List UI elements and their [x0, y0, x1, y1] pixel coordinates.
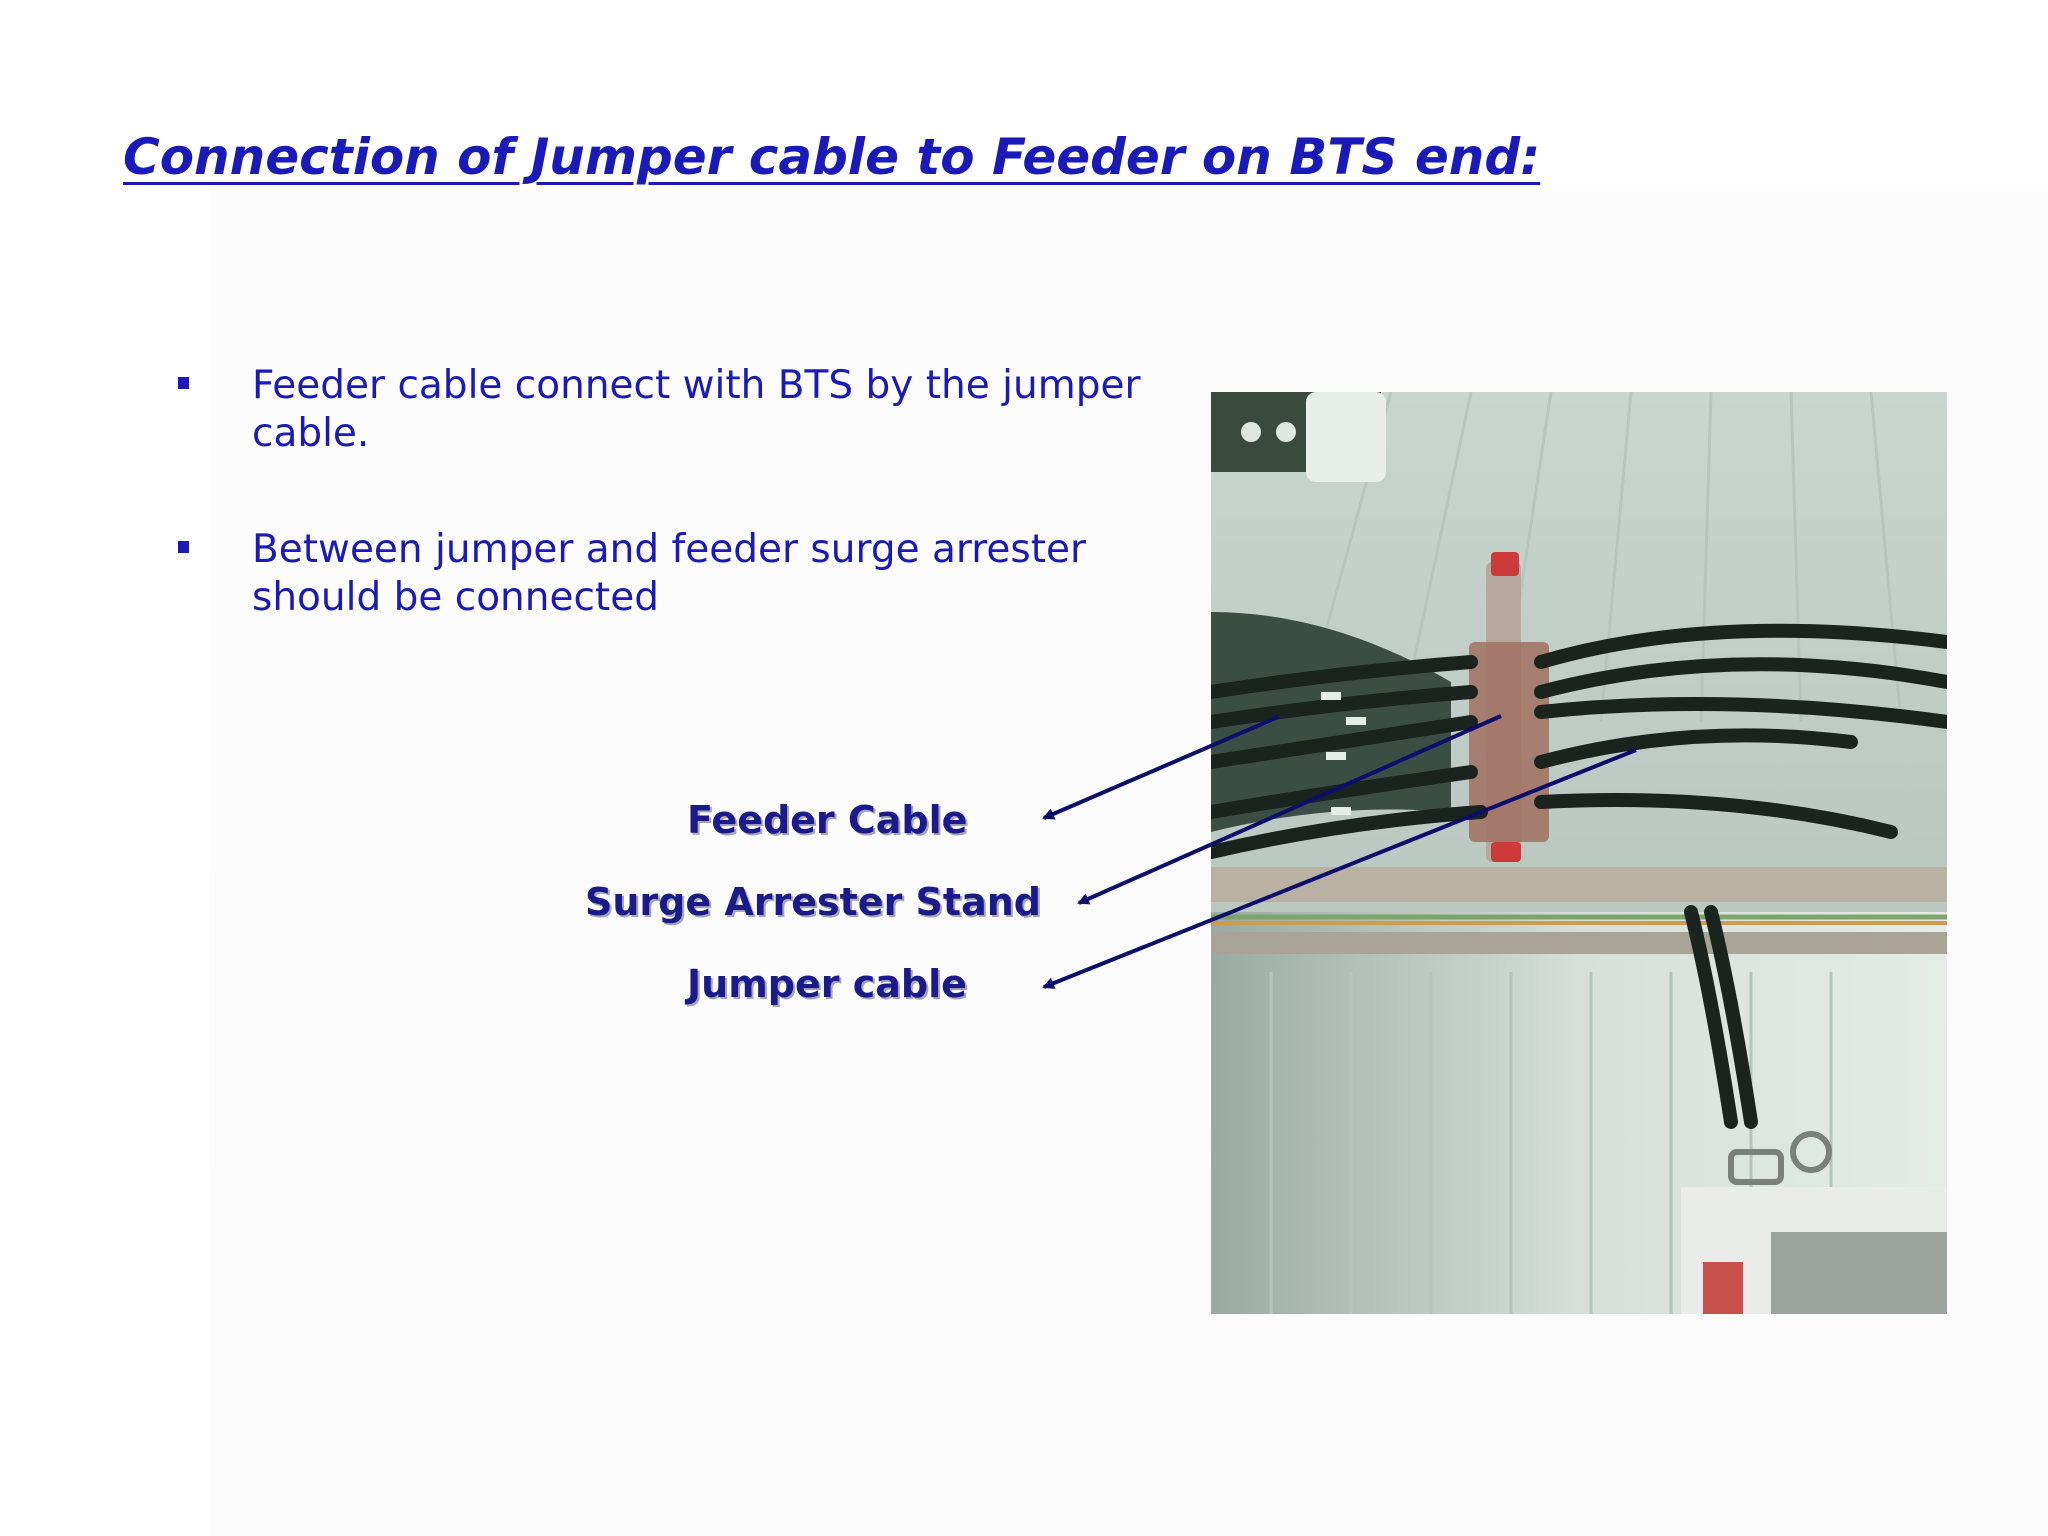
label-surge-arrester-stand: Surge Arrester Stand — [585, 880, 1041, 924]
arrow-surge-arrester-stand — [1077, 714, 1502, 905]
label-feeder-cable: Feeder Cable — [687, 798, 968, 842]
arrow-feeder-cable — [1042, 715, 1279, 820]
bullet-item: Between jumper and feeder surge arrester… — [170, 526, 1170, 622]
bullet-text: Between jumper and feeder surge arrester… — [252, 527, 1087, 620]
bts-cable-photo — [1211, 392, 1947, 1314]
bullet-item: Feeder cable connect with BTS by the jum… — [170, 362, 1170, 458]
bullet-text: Feeder cable connect with BTS by the jum… — [252, 363, 1141, 456]
slide-title: Connection of Jumper cable to Feeder on … — [123, 128, 1541, 186]
bullet-list: Feeder cable connect with BTS by the jum… — [170, 362, 1170, 690]
bullet-square-icon — [178, 541, 189, 553]
label-jumper-cable: Jumper cable — [687, 962, 967, 1006]
arrow-jumper-cable — [1042, 748, 1637, 989]
bullet-square-icon — [178, 377, 189, 389]
